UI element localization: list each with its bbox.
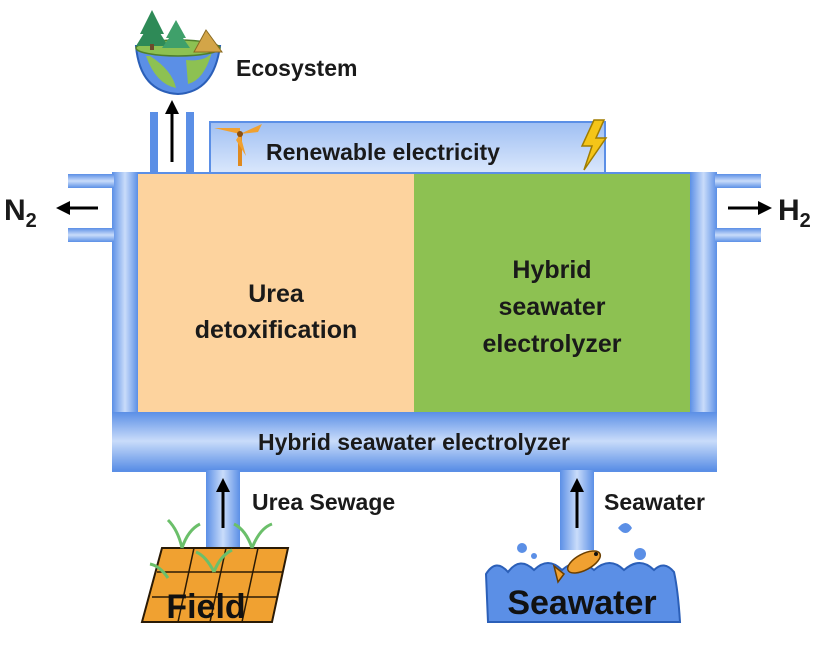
h2-arrow xyxy=(728,201,772,215)
urea-chamber-label-line1: Urea xyxy=(248,280,305,308)
hybrid-chamber-label-line3: electrolyzer xyxy=(483,330,622,358)
sea-waves-icon xyxy=(484,523,682,623)
urea-sewage-arrow xyxy=(216,478,230,528)
urea-detoxification-chamber xyxy=(138,174,414,412)
urea-sewage-label: Urea Sewage xyxy=(252,489,395,515)
hybrid-chamber-label-line1: Hybrid xyxy=(512,256,591,284)
ecosystem-icon xyxy=(134,10,223,96)
renewable-electricity-label: Renewable electricity xyxy=(266,139,500,165)
fish-icon xyxy=(552,550,602,584)
n2-arrow xyxy=(56,201,98,215)
hybrid-electrolyzer-chamber xyxy=(414,174,690,412)
h2-outlet-port xyxy=(715,174,761,242)
seawater-source-label: Seawater xyxy=(507,584,656,622)
lightning-icon xyxy=(580,119,608,171)
field-icon xyxy=(140,518,290,623)
wind-turbine-icon xyxy=(214,124,262,166)
bottom-bar-label: Hybrid seawater electrolyzer xyxy=(258,429,570,455)
n2-outlet-port xyxy=(68,174,114,242)
renewable-electricity-bar xyxy=(209,121,606,175)
ecosystem-label: Ecosystem xyxy=(236,55,357,81)
field-label: Field xyxy=(166,588,245,626)
hybrid-chamber-label-line2: seawater xyxy=(498,293,605,321)
seawater-arrow xyxy=(570,478,584,528)
n2-label: N2 xyxy=(4,194,37,232)
h2-label: H2 xyxy=(778,194,811,232)
urea-chamber-label-line2: detoxification xyxy=(195,316,358,344)
ecosystem-arrow xyxy=(165,100,179,162)
seawater-input-label: Seawater xyxy=(604,489,705,515)
bottom-electrolyzer-bar xyxy=(112,412,717,470)
